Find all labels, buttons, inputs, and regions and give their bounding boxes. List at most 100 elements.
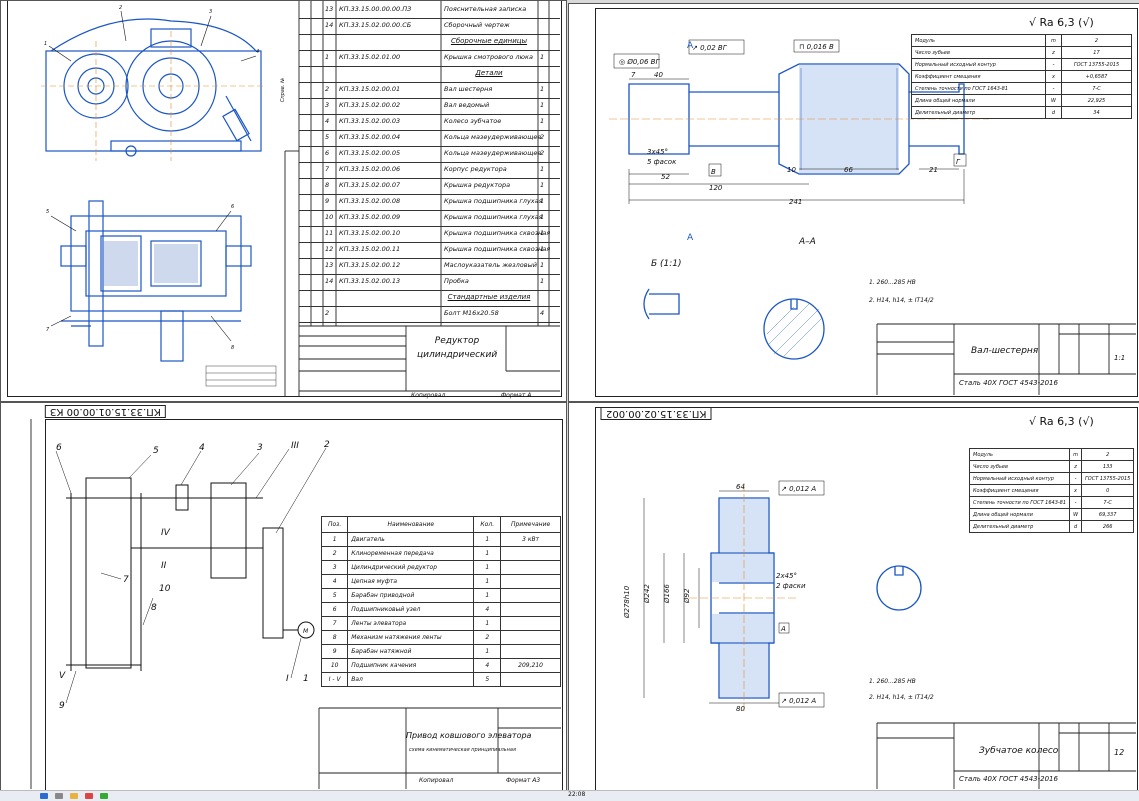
dim-21: 21 bbox=[929, 166, 938, 174]
legend-cell bbox=[500, 574, 561, 589]
spec-row-divider bbox=[299, 306, 560, 307]
svg-text:Ø242: Ø242 bbox=[643, 584, 651, 604]
browser-icon[interactable] bbox=[85, 793, 93, 799]
legend-cell: Цепная муфта bbox=[347, 574, 475, 589]
svg-text:1. 260...285 HB: 1. 260...285 HB bbox=[869, 678, 916, 685]
svg-text:1: 1 bbox=[44, 41, 47, 47]
dim-52: 52 bbox=[661, 173, 670, 181]
spec-row-divider bbox=[299, 82, 560, 83]
legend-cell bbox=[500, 588, 561, 603]
svg-text:2. H14, h14, ± IT14/2: 2. H14, h14, ± IT14/2 bbox=[869, 297, 934, 304]
parameter-symbol: d bbox=[1044, 106, 1062, 119]
parameter-name: Длина общей нормали bbox=[968, 508, 1071, 521]
start-icon[interactable] bbox=[40, 793, 48, 799]
parameter-value: ГОСТ 13755-2015 bbox=[1060, 58, 1133, 71]
legend-cell: Подшипниковый узел bbox=[347, 602, 475, 617]
copied-label: Копировал bbox=[419, 777, 454, 784]
spec-row-divider bbox=[299, 258, 560, 259]
legend-header-cell: Кол. bbox=[473, 516, 502, 533]
legend-cell: 1 bbox=[473, 574, 502, 589]
spec-row-divider bbox=[299, 178, 560, 179]
svg-text:A: A bbox=[687, 41, 694, 51]
svg-text:Г: Г bbox=[956, 158, 961, 166]
svg-text:↗ 0,012 А: ↗ 0,012 А bbox=[781, 697, 816, 705]
parameter-value: 133 bbox=[1081, 460, 1135, 473]
parameter-name: Нормальный исходный контур bbox=[911, 58, 1046, 71]
parameter-symbol: x bbox=[1044, 70, 1062, 83]
spec-row-divider bbox=[299, 226, 560, 227]
app-icon[interactable] bbox=[100, 793, 108, 799]
legend-cell: 3 bbox=[320, 560, 349, 575]
svg-text:⊓ 0,016 В: ⊓ 0,016 В bbox=[799, 43, 834, 51]
parameter-name: Длина общей нормали bbox=[911, 94, 1046, 107]
copied-label: Копировал bbox=[411, 392, 446, 399]
parameter-symbol: d bbox=[1069, 520, 1083, 533]
legend-cell bbox=[500, 616, 561, 631]
svg-text:2: 2 bbox=[119, 5, 122, 11]
format-label: Формат А3 bbox=[506, 777, 541, 784]
parameter-name: Модуль bbox=[968, 448, 1071, 461]
svg-text:2 фаски: 2 фаски bbox=[776, 582, 806, 590]
roughness-mark: √ Ra 6,3 (√) bbox=[1029, 415, 1094, 428]
parameter-symbol: z bbox=[1069, 460, 1083, 473]
legend-cell: 4 bbox=[320, 574, 349, 589]
parameter-value: 17 bbox=[1060, 46, 1133, 59]
parameter-value: 0 bbox=[1081, 484, 1135, 497]
parameter-name: Делительный диаметр bbox=[911, 106, 1046, 119]
parameter-row: Степень точности по ГОСТ 1643-81-7-С bbox=[911, 82, 1133, 95]
svg-text:6: 6 bbox=[56, 443, 62, 453]
parameter-value: +0,6587 bbox=[1060, 70, 1133, 83]
spec-row-divider bbox=[299, 194, 560, 195]
dim-10: 10 bbox=[787, 166, 796, 174]
legend-cell bbox=[500, 602, 561, 617]
legend-cell: 1 bbox=[473, 588, 502, 603]
spec-row-divider bbox=[299, 322, 560, 323]
spec-row-divider bbox=[299, 274, 560, 275]
search-icon[interactable] bbox=[55, 793, 63, 799]
legend-cell: Подшипник качения bbox=[347, 658, 475, 673]
legend-cell: Цилиндрический редуктор bbox=[347, 560, 475, 575]
dim-64: 64 bbox=[736, 483, 745, 491]
svg-text:В: В bbox=[711, 168, 716, 176]
explorer-icon[interactable] bbox=[70, 793, 78, 799]
legend-cell: I - V bbox=[320, 672, 349, 687]
parameter-value: 2 bbox=[1081, 448, 1135, 461]
legend-cell: 7 bbox=[320, 616, 349, 631]
parameter-row: Нормальный исходный контур-ГОСТ 13755-20… bbox=[911, 58, 1133, 71]
scheme-title: Привод ковшового элеватора bbox=[406, 731, 532, 740]
svg-text:4: 4 bbox=[199, 443, 205, 453]
svg-text:9: 9 bbox=[59, 701, 65, 711]
svg-text:↗ 0,012 А: ↗ 0,012 А bbox=[781, 485, 816, 493]
legend-cell: 9 bbox=[320, 644, 349, 659]
sheet-gear-wheel: КП.33.15.02.00.002 64 80 Ø242 Ø166 Ø92 bbox=[568, 402, 1139, 792]
spec-row-divider bbox=[299, 18, 560, 19]
legend-cell bbox=[500, 672, 561, 687]
parameter-symbol: W bbox=[1044, 94, 1062, 107]
part-title: Вал-шестерня bbox=[971, 346, 1039, 356]
svg-text:M: M bbox=[303, 628, 309, 635]
parameter-row: Нормальный исходный контур-ГОСТ 13755-20… bbox=[968, 472, 1135, 485]
svg-text:Ø92: Ø92 bbox=[683, 588, 691, 604]
dim-chamfers: 5 фасок bbox=[647, 158, 677, 166]
parameter-value: 22,925 bbox=[1060, 94, 1133, 107]
svg-text:I: I bbox=[286, 674, 289, 684]
legend-cell: 4 bbox=[473, 602, 502, 617]
svg-text:5: 5 bbox=[153, 446, 159, 456]
svg-text:3: 3 bbox=[257, 443, 263, 453]
legend-cell: 4 bbox=[473, 658, 502, 673]
parameter-symbol: m bbox=[1069, 448, 1083, 461]
svg-text:7: 7 bbox=[46, 327, 50, 333]
svg-text:◎ Ø0,06 ВГ: ◎ Ø0,06 ВГ bbox=[619, 58, 660, 66]
spec-row-divider bbox=[299, 50, 560, 51]
